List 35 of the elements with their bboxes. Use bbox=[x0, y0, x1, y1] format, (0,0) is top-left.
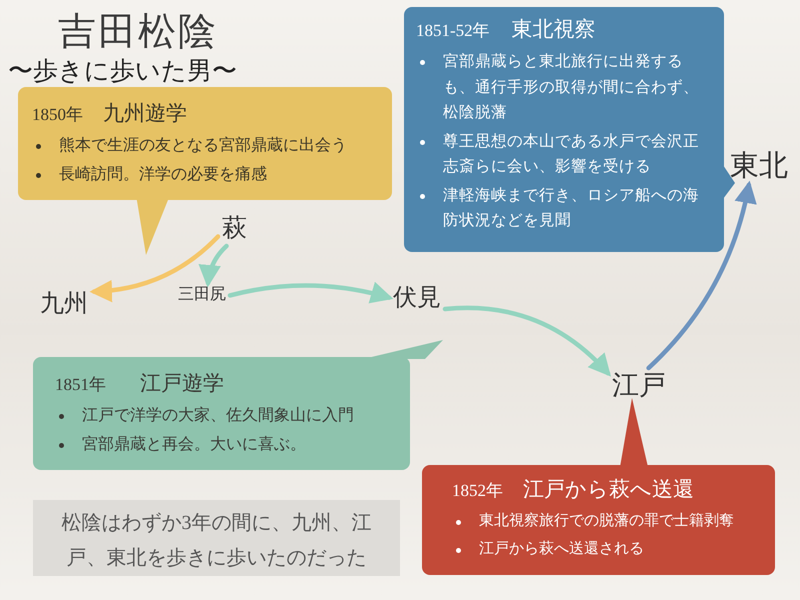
bullet-text: 津軽海峡まで行き、ロシア船への海防状況などを見聞 bbox=[443, 186, 700, 232]
summary-note: 松陰はわずか3年の間に、九州、江戸、東北を歩きに歩いたのだった bbox=[33, 500, 400, 576]
place-label: 三田尻 bbox=[178, 287, 226, 303]
arrow bbox=[199, 244, 229, 288]
place-label: 江戸 bbox=[612, 372, 666, 399]
bullet-text: 熊本で生涯の友となる宮部鼎蔵に出会う bbox=[59, 136, 347, 156]
year-heading: 1851年 bbox=[55, 374, 106, 396]
speech-bubble bbox=[404, 7, 724, 252]
subtitle: 〜歩きに歩いた男〜 bbox=[8, 57, 237, 87]
arrow bbox=[646, 180, 756, 370]
place-label: 萩 bbox=[222, 216, 247, 241]
place-label: 伏見 bbox=[393, 286, 441, 310]
bullet-text: 江戸で洋学の大家、佐久間象山に入門 bbox=[82, 406, 354, 426]
speech-bubble bbox=[422, 465, 775, 575]
trip-heading: 東北視察 bbox=[512, 16, 596, 43]
place-label: 九州 bbox=[40, 292, 88, 316]
bullet-text: 東北視察旅行での脱藩の罪で士籍剥奪 bbox=[479, 511, 734, 531]
speech-bubble bbox=[33, 357, 410, 470]
place-label: 東北 bbox=[730, 152, 788, 181]
year-heading: 1850年 bbox=[32, 104, 83, 126]
title: 吉田松陰 bbox=[58, 10, 218, 55]
year-heading: 1851-52年 bbox=[416, 20, 490, 42]
trip-heading: 九州遊学 bbox=[103, 100, 187, 127]
year-heading: 1852年 bbox=[452, 480, 503, 502]
trip-heading: 江戸から萩へ送還 bbox=[523, 476, 694, 503]
arrow bbox=[228, 282, 394, 304]
bullet-text: 宮部鼎蔵と再会。大いに喜ぶ。 bbox=[82, 434, 306, 456]
bullet-text: 宮部鼎蔵らと東北旅行に出発するも、通行手形の取得が間に合わず、松陰脱藩 bbox=[443, 52, 700, 124]
trip-heading: 江戸遊学 bbox=[140, 370, 224, 397]
arrow bbox=[442, 306, 612, 377]
bullet-text: 長崎訪問。洋学の必要を痛感 bbox=[59, 164, 267, 186]
speech-bubble bbox=[18, 87, 392, 200]
bullet-text: 尊王思想の本山である水戸で会沢正志斎らに会い、影響を受ける bbox=[443, 132, 700, 178]
bullet-text: 江戸から萩へ送還される bbox=[479, 540, 644, 559]
arrow bbox=[90, 234, 220, 302]
